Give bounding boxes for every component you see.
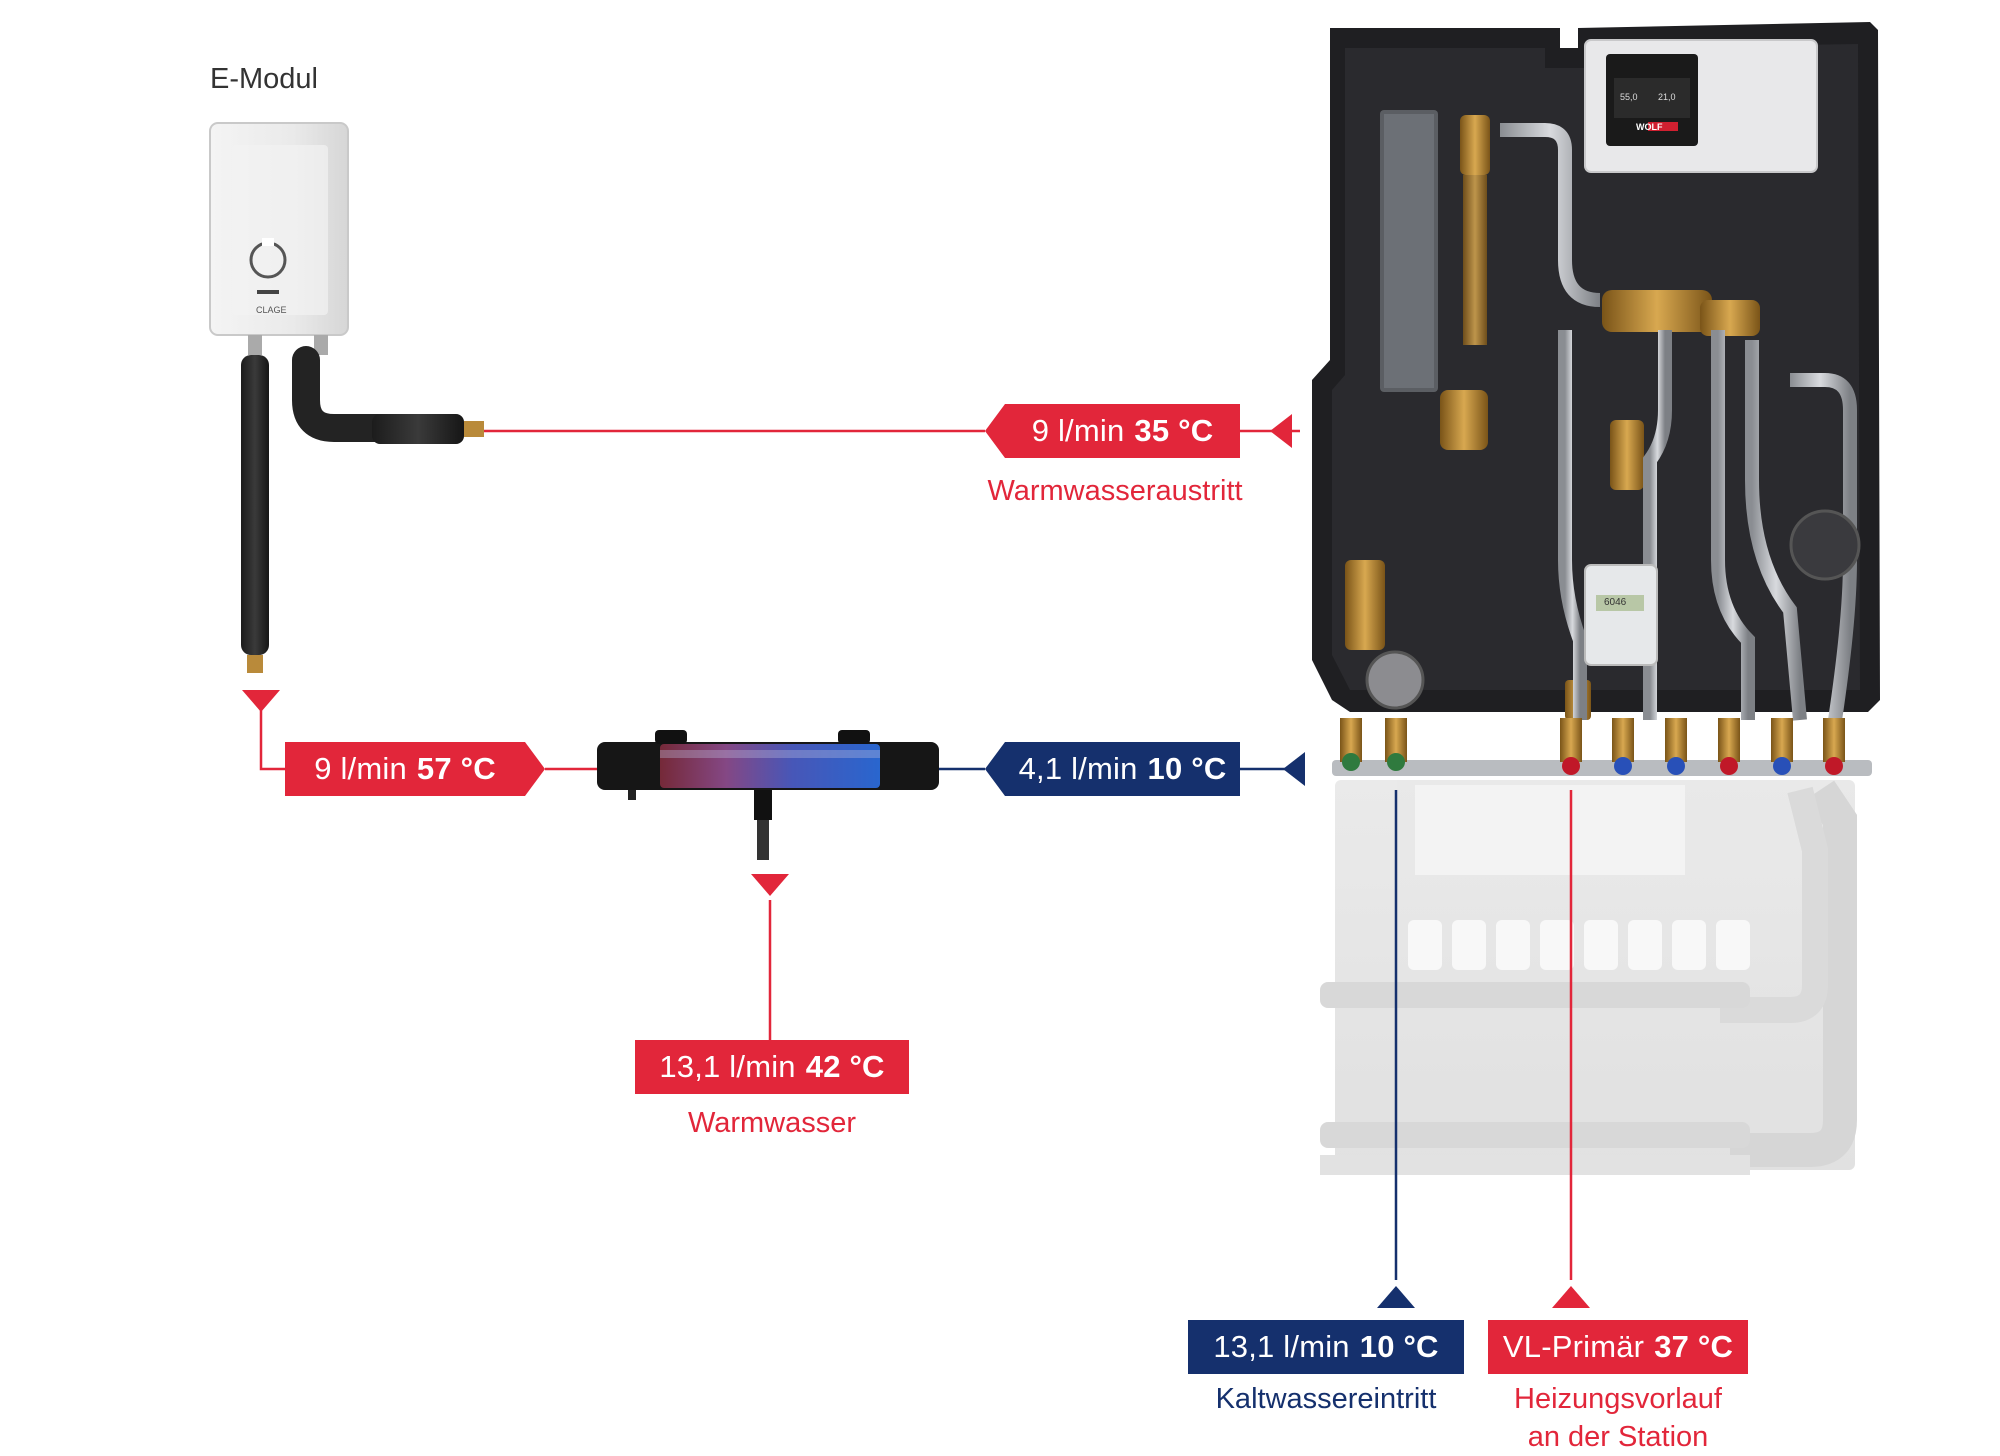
cold-in-mixer-rate: 4,1 l/min	[1018, 751, 1138, 786]
ghost-manifold	[1320, 780, 1857, 1175]
emodul-brand: CLAGE	[256, 305, 287, 315]
caption-hot-outlet: Warmwasseraustritt	[987, 475, 1243, 507]
station-display-right: 21,0	[1658, 92, 1676, 102]
caption-cold-supply: Kaltwassereintritt	[1215, 1383, 1437, 1415]
caption-mixed-hot: Warmwasser	[687, 1107, 857, 1139]
cold-supply-temp: 10 °C	[1359, 1329, 1439, 1364]
label-emodul-out: 9 l/min 57 °C	[285, 742, 525, 796]
meter-display: 6046	[1604, 597, 1627, 608]
station-housing	[1312, 22, 1880, 776]
emodul-device	[209, 122, 484, 673]
emodul-out-rate: 9 l/min	[314, 751, 407, 786]
valve-row	[1340, 718, 1845, 775]
mixing-valve	[597, 730, 939, 860]
primary-flow-temp: 37 °C	[1654, 1329, 1734, 1364]
emodul-out-temp: 57 °C	[416, 751, 496, 786]
cold-supply-rate: 13,1 l/min	[1213, 1329, 1350, 1364]
emodul-title: E-Modul	[210, 63, 318, 95]
cold-in-mixer-temp: 10 °C	[1147, 751, 1227, 786]
hot-outlet-rate: 9 l/min	[1031, 413, 1125, 448]
connector-lines	[259, 429, 1573, 1280]
label-primary-flow: VL-Primär 37 °C	[1488, 1320, 1748, 1374]
label-hot-outlet: 9 l/min 35 °C	[1005, 404, 1240, 458]
hot-outlet-temp: 35 °C	[1134, 413, 1214, 448]
primary-flow-rate: VL-Primär	[1502, 1329, 1645, 1364]
mixed-hot-temp: 42 °C	[805, 1049, 885, 1084]
station-display-left: 55,0	[1620, 92, 1638, 102]
mixed-hot-rate: 13,1 l/min	[659, 1049, 796, 1084]
caption-primary-flow-1: Heizungsvorlauf	[1514, 1383, 1722, 1415]
label-cold-in-mixer: 4,1 l/min 10 °C	[1005, 742, 1240, 796]
label-mixed-hot: 13,1 l/min 42 °C	[635, 1040, 909, 1094]
station-brand: WOLF	[1636, 122, 1663, 132]
label-cold-supply: 13,1 l/min 10 °C	[1188, 1320, 1464, 1374]
flow-arrows	[242, 404, 1590, 1308]
caption-primary-flow-2: an der Station	[1527, 1421, 1709, 1453]
